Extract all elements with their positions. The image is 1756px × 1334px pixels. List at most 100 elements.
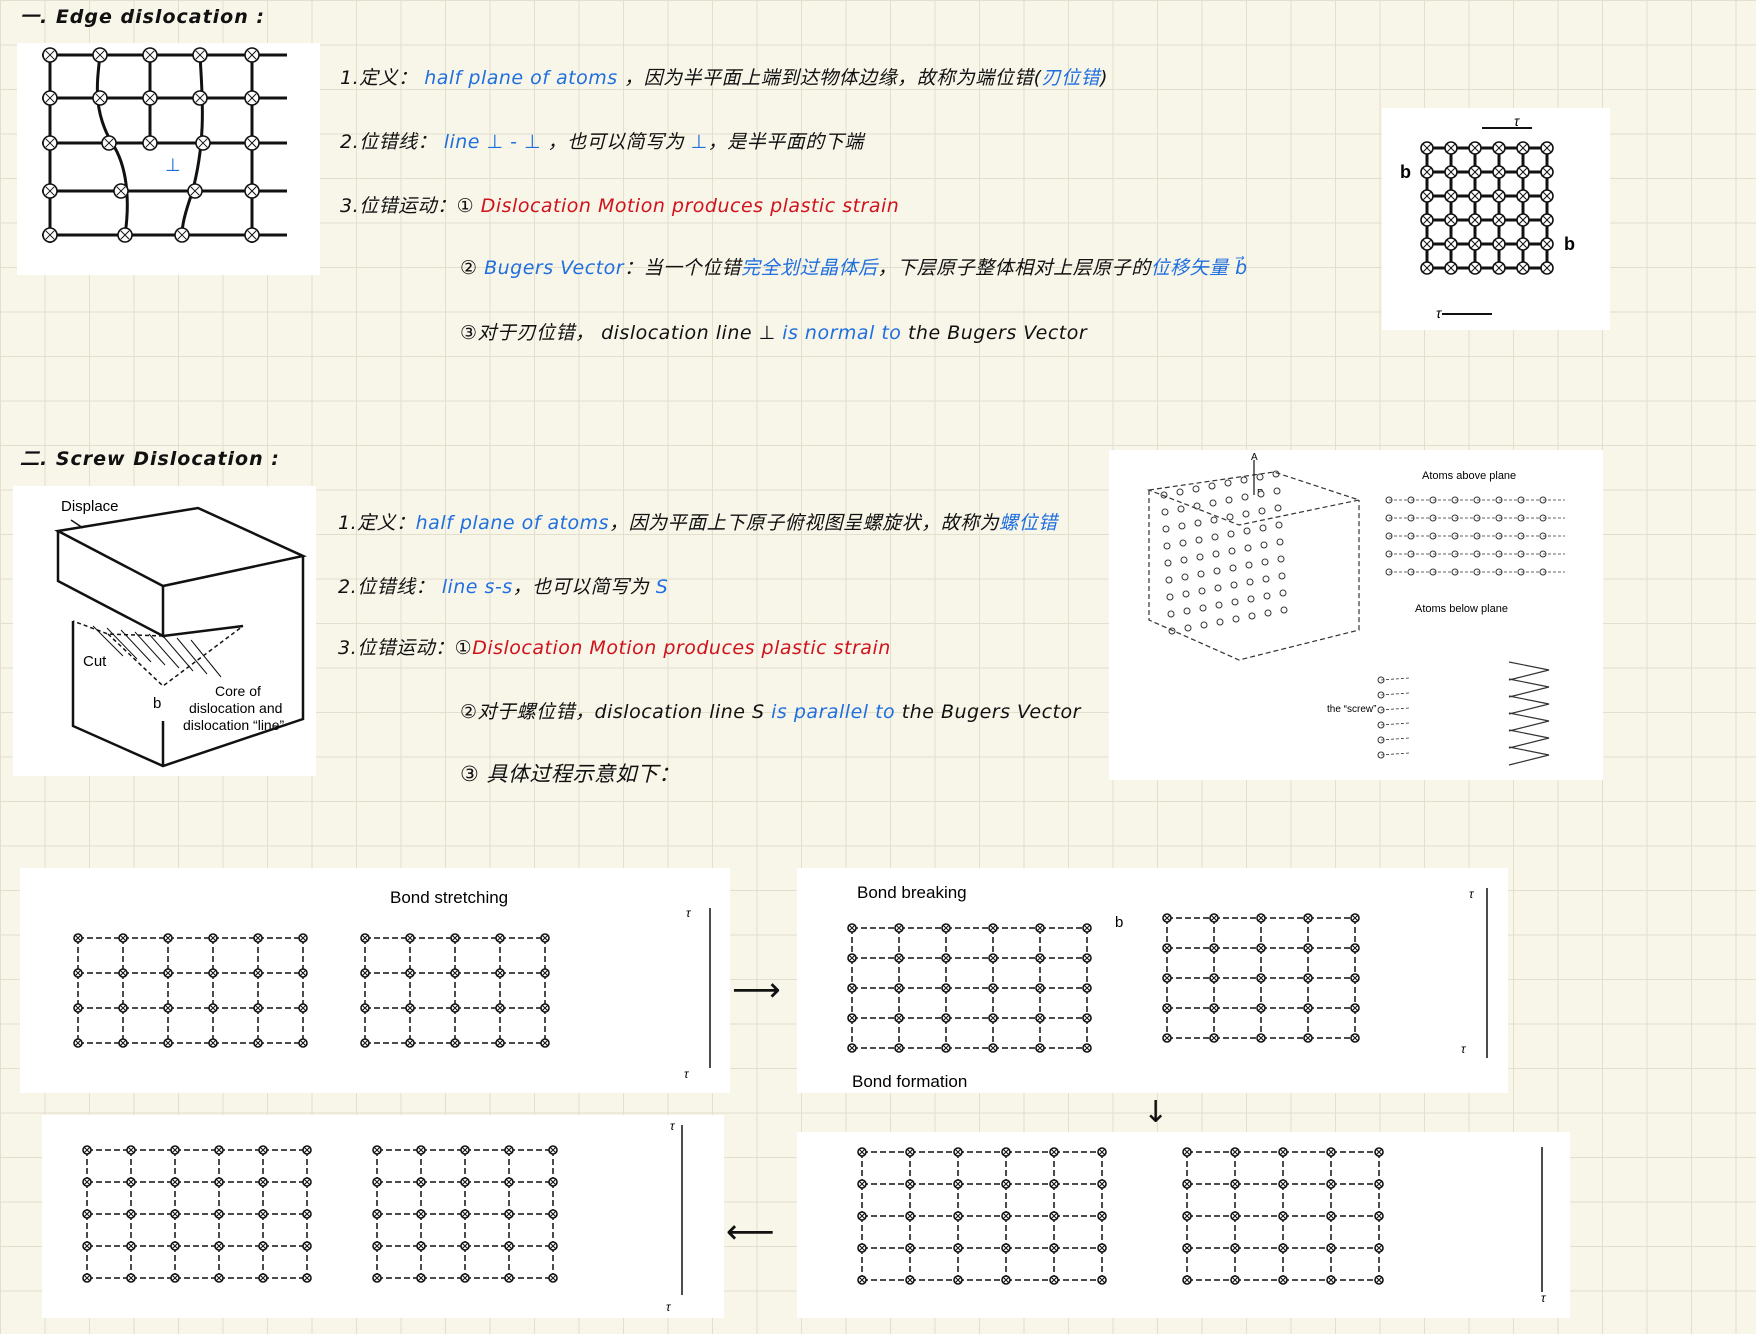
screw-bond [1380, 692, 1410, 696]
cube-atom [1231, 598, 1239, 606]
core-label-2: dislocation and [189, 700, 282, 716]
atom-cross [300, 1005, 306, 1011]
atom-cross [407, 935, 413, 941]
atom-cross [300, 935, 306, 941]
atom-cross [1519, 144, 1527, 152]
atom-cross [210, 1005, 216, 1011]
cube-atom [1192, 485, 1200, 493]
tau-label-3: τ [1541, 1291, 1547, 1305]
edge-burgers-en: Bugers Vector [484, 257, 625, 279]
atom-cross [255, 1040, 261, 1046]
cube-atom [1228, 547, 1236, 555]
atom-cross [418, 1275, 424, 1281]
cube-atom [1165, 576, 1173, 584]
atom-cross [1352, 915, 1358, 921]
atom-cross [260, 1211, 266, 1217]
atom-cross [172, 1243, 178, 1249]
cube-atom [1214, 584, 1222, 592]
block-edge [56, 531, 165, 639]
cube-atom [1275, 521, 1283, 529]
atom-cross [1164, 915, 1170, 921]
tau-label-4a: τ [670, 1119, 676, 1133]
screw-motion-line: 3.位错运动：①Dislocation Motion produces plas… [338, 633, 891, 660]
atom-cross [1376, 1149, 1382, 1155]
atom-cross [542, 935, 548, 941]
atom-cross [418, 1243, 424, 1249]
atom-cross [1258, 1005, 1264, 1011]
atom-cross [1471, 216, 1479, 224]
atom-cross [145, 138, 155, 148]
tau-label-2a: τ [1469, 887, 1475, 901]
cube-atom [1227, 530, 1235, 538]
atom-cross [247, 138, 257, 148]
atom-cross [955, 1181, 961, 1187]
cube-atom [1226, 513, 1234, 521]
screw-bond [1380, 677, 1410, 681]
block-edge [162, 624, 244, 638]
atom-cross [1495, 168, 1503, 176]
screw-heading: 二. Screw Dislocation : [20, 448, 280, 470]
arrow-right: ⟶ [732, 970, 781, 1010]
cube-atom [1167, 610, 1175, 618]
atom-cross [172, 1147, 178, 1153]
process-step-1-svg: Bond stretching τ τ [73, 888, 711, 1081]
cube-atom [1280, 606, 1288, 614]
atom-cross [1232, 1181, 1238, 1187]
cube-atom [1195, 536, 1203, 544]
atom-cross [1084, 925, 1090, 931]
atom-cross [145, 50, 155, 60]
atom-cross [1211, 945, 1217, 951]
zigzag [1508, 661, 1550, 681]
atom-cross [418, 1211, 424, 1217]
screw-line-cn: ，也可以简写为 [512, 576, 650, 598]
cube-atom [1260, 541, 1268, 549]
atom-cross [418, 1179, 424, 1185]
tau-label-1b: τ [684, 1067, 690, 1081]
atom-cross [859, 1149, 865, 1155]
edge-burgers-cn: ：当一个位错 [624, 257, 742, 279]
atom-cross [210, 970, 216, 976]
atom-cross [165, 935, 171, 941]
atom-cross [1051, 1181, 1057, 1187]
atom-cross [542, 970, 548, 976]
edge-lattice-figure: ⊥ [17, 43, 320, 275]
cube-atom [1244, 544, 1252, 552]
atom-cross [1164, 975, 1170, 981]
screw-bond [1380, 722, 1410, 726]
atom-cross [1423, 216, 1431, 224]
edge-shear-svg: τ τ b b [1400, 113, 1575, 321]
displace-pointer [70, 519, 84, 529]
cube-atom [1276, 538, 1284, 546]
hatch [134, 631, 166, 666]
cube-atom [1263, 592, 1271, 600]
atom-cross [1037, 1045, 1043, 1051]
edge-normal-circ: ③对于刃位错， [460, 322, 595, 344]
atom-cross [1447, 144, 1455, 152]
edge-definition-line: 1.定义： half plane of atoms ，因为半平面上端到达物体边缘… [340, 63, 1108, 90]
edge-dislocation-symbol: ⊥ [165, 155, 181, 176]
screw-definition-line: 1.定义：half plane of atoms，因为平面上下原子俯视图呈螺旋状… [338, 508, 1058, 535]
bond-stretching-label: Bond stretching [390, 888, 508, 907]
atom-cross [896, 1015, 902, 1021]
atom-cross [1084, 955, 1090, 961]
atom-cross [75, 1040, 81, 1046]
atom-cross [84, 1147, 90, 1153]
edge-def-cn2: 刃位错 [1041, 67, 1101, 89]
edge-normal-line: ③对于刃位错， dislocation line ⊥ is normal to … [460, 318, 1087, 345]
atom-cross [198, 138, 208, 148]
atom-cross [165, 1005, 171, 1011]
cube-atom [1242, 510, 1250, 518]
arrow-down: ↓ [1143, 1095, 1169, 1130]
atom-cross [1352, 1005, 1358, 1011]
bond-breaking-label: Bond breaking [857, 883, 967, 902]
cube-atom [1225, 496, 1233, 504]
atom-cross [247, 186, 257, 196]
atom-cross [1305, 915, 1311, 921]
atom-cross [362, 1040, 368, 1046]
atom-cross [462, 1243, 468, 1249]
atom-cross [849, 1015, 855, 1021]
atom-cross [84, 1211, 90, 1217]
atom-cross [210, 935, 216, 941]
hatch [148, 633, 180, 669]
atom-cross [1376, 1277, 1382, 1283]
